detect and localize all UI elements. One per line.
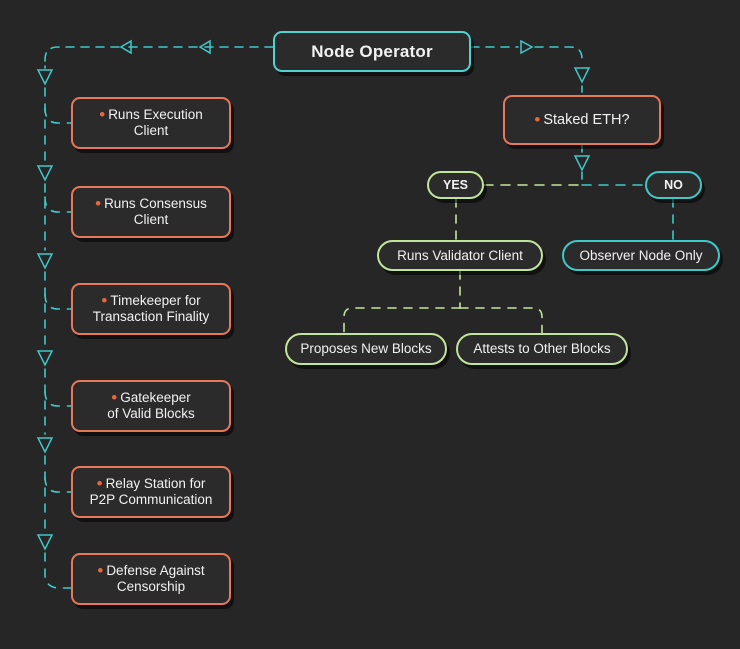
node-root-node-operator[interactable]: Node Operator	[273, 31, 471, 72]
node-attests-to-other-blocks[interactable]: Attests to Other Blocks	[456, 333, 628, 365]
node-staked-eth-label: •Staked ETH?	[534, 109, 630, 129]
arrow-down-decision	[573, 67, 591, 84]
node-timekeeper-transaction-finality-label: •Timekeeper for Transaction Finality	[92, 291, 210, 324]
arrow-left-1	[198, 39, 211, 55]
decision-text: Staked ETH?	[543, 111, 630, 128]
node-proposes-new-blocks-label: Proposes New Blocks	[300, 341, 432, 357]
bullet-dot: •	[111, 388, 118, 408]
bullet-dot: •	[96, 474, 103, 494]
node-observer-node-only[interactable]: Observer Node Only	[562, 240, 720, 271]
edge-validator-split	[343, 270, 543, 334]
arrow-down-3	[36, 253, 54, 270]
node-runs-execution-client[interactable]: •Runs Execution Client	[71, 97, 231, 149]
bullet-dot: •	[97, 561, 104, 581]
line-2: Client	[133, 123, 169, 138]
arrow-down-2	[36, 165, 54, 182]
node-branch-yes-label: YES	[442, 177, 468, 192]
node-runs-validator-client-label: Runs Validator Client	[397, 247, 523, 263]
arrow-down-5	[36, 437, 54, 454]
line-1: Gatekeeper	[120, 390, 191, 406]
node-timekeeper-transaction-finality[interactable]: •Timekeeper for Transaction Finality	[71, 283, 231, 335]
node-branch-no-label: NO	[664, 177, 683, 192]
line-2: of Valid Blocks	[107, 406, 195, 421]
arrow-spine-heads	[36, 69, 54, 551]
arrow-right-to-decision	[520, 39, 591, 84]
arrow-down-1	[36, 69, 54, 86]
arrow-down-6	[36, 534, 54, 551]
edge-left-spine	[44, 65, 72, 589]
node-relay-station-p2p-label: •Relay Station for P2P Communication	[89, 474, 213, 507]
edge-spine-branches	[44, 107, 72, 493]
bullet-dot: •	[99, 105, 106, 125]
node-root-label: Node Operator	[311, 41, 433, 61]
node-branch-no[interactable]: NO	[645, 171, 702, 199]
line-2: Censorship	[116, 579, 186, 594]
node-observer-node-only-label: Observer Node Only	[579, 247, 703, 263]
edge-root-to-left-spine	[44, 46, 274, 67]
line-1: Timekeeper for	[110, 293, 201, 309]
arrow-left-2	[119, 39, 132, 55]
bullet-dot: •	[534, 109, 541, 129]
bullet-dot: •	[101, 291, 108, 311]
line-1: Defense Against	[106, 563, 205, 579]
arrow-right-1	[520, 39, 534, 55]
line-2: Transaction Finality	[92, 309, 210, 324]
node-runs-consensus-client-label: •Runs Consensus Client	[95, 194, 207, 227]
node-gatekeeper-valid-blocks[interactable]: •Gatekeeper of Valid Blocks	[71, 380, 231, 432]
bullet-dot: •	[95, 194, 102, 214]
node-runs-validator-client[interactable]: Runs Validator Client	[377, 240, 543, 271]
line-1: Relay Station for	[105, 476, 206, 492]
line-2: Client	[133, 212, 169, 227]
arrow-down-split	[573, 155, 591, 172]
arrow-down-4	[36, 350, 54, 367]
node-runs-consensus-client[interactable]: •Runs Consensus Client	[71, 186, 231, 238]
line-1: Runs Execution	[108, 107, 203, 123]
line-2: P2P Communication	[89, 492, 213, 507]
node-attests-to-other-blocks-label: Attests to Other Blocks	[473, 341, 611, 357]
node-defense-against-censorship[interactable]: •Defense Against Censorship	[71, 553, 231, 605]
node-staked-eth-decision[interactable]: •Staked ETH?	[503, 95, 661, 145]
edge-arrow-markers-top-left	[119, 39, 211, 55]
node-branch-yes[interactable]: YES	[427, 171, 484, 199]
edge-root-to-decision	[470, 46, 583, 65]
node-relay-station-p2p[interactable]: •Relay Station for P2P Communication	[71, 466, 231, 518]
node-proposes-new-blocks[interactable]: Proposes New Blocks	[285, 333, 447, 365]
node-runs-execution-client-label: •Runs Execution Client	[99, 105, 203, 138]
line-1: Runs Consensus	[104, 196, 207, 212]
node-defense-against-censorship-label: •Defense Against Censorship	[97, 561, 205, 594]
node-gatekeeper-valid-blocks-label: •Gatekeeper of Valid Blocks	[107, 388, 195, 421]
